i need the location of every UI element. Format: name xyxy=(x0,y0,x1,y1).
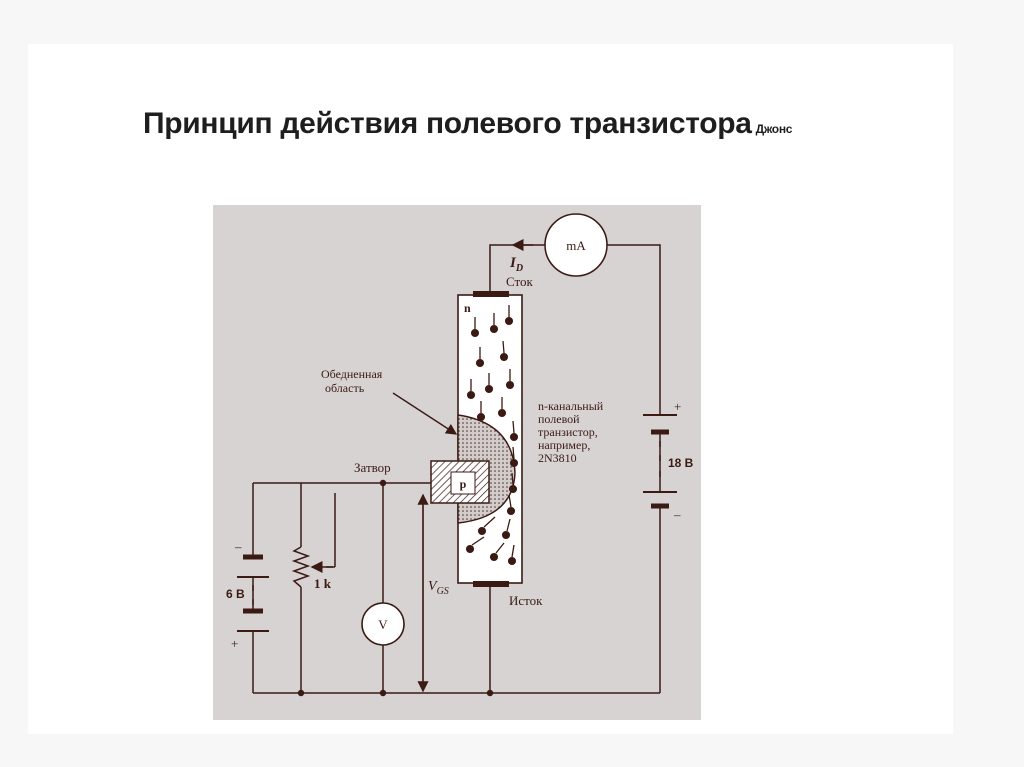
node-bottom-pot xyxy=(297,689,305,697)
battery-6v-label: 6 В xyxy=(226,587,245,601)
transistor-desc-line3: транзистор, xyxy=(538,425,598,439)
battery-6v-minus: – xyxy=(234,539,242,554)
title-author: Джонс xyxy=(755,122,793,136)
transistor-desc-line5: 2N3810 xyxy=(538,451,577,465)
battery-6v-plus: + xyxy=(231,636,238,651)
transistor-desc-line2: полевой xyxy=(538,412,580,426)
node-gate xyxy=(379,479,387,487)
node-bottom-source xyxy=(486,689,494,697)
battery-6v xyxy=(237,554,269,632)
source-label: Исток xyxy=(509,593,543,608)
current-symbol: ID xyxy=(509,255,523,274)
battery-18v-plus: + xyxy=(674,399,681,414)
channel-type-label: n xyxy=(464,301,471,315)
depletion-label-line2: область xyxy=(325,381,365,395)
voltmeter: V xyxy=(361,602,405,646)
fet-circuit-diagram: mA ID Сток n p Обедненная область n-к xyxy=(213,205,701,720)
potentiometer xyxy=(291,546,311,588)
battery-18v-label: 18 В xyxy=(668,456,694,470)
battery-18v xyxy=(643,414,677,509)
transistor-desc-line1: n-канальный xyxy=(538,399,604,413)
transistor-desc-line4: например, xyxy=(538,438,590,452)
voltmeter-label: V xyxy=(378,617,388,632)
electron-carriers xyxy=(465,305,519,566)
ammeter: mA xyxy=(544,213,608,277)
source-contact xyxy=(473,581,509,587)
potentiometer-label: 1 k xyxy=(314,576,332,591)
p-gate-label: p xyxy=(460,477,467,491)
p-gate-label-box xyxy=(450,471,476,495)
battery-18v-minus: – xyxy=(673,507,681,522)
depletion-arrow xyxy=(392,392,458,435)
circuit-wires xyxy=(252,244,661,694)
drain-label: Сток xyxy=(506,274,534,289)
vgs-label: VGS xyxy=(428,579,449,597)
drain-contact xyxy=(473,291,509,297)
title-main: Принцип действия полевого транзистора xyxy=(143,107,752,140)
gate-label: Затвор xyxy=(354,460,391,475)
depletion-label-line1: Обедненная xyxy=(321,367,383,381)
ammeter-label: mA xyxy=(566,238,586,253)
node-bottom-voltmeter xyxy=(379,689,387,697)
